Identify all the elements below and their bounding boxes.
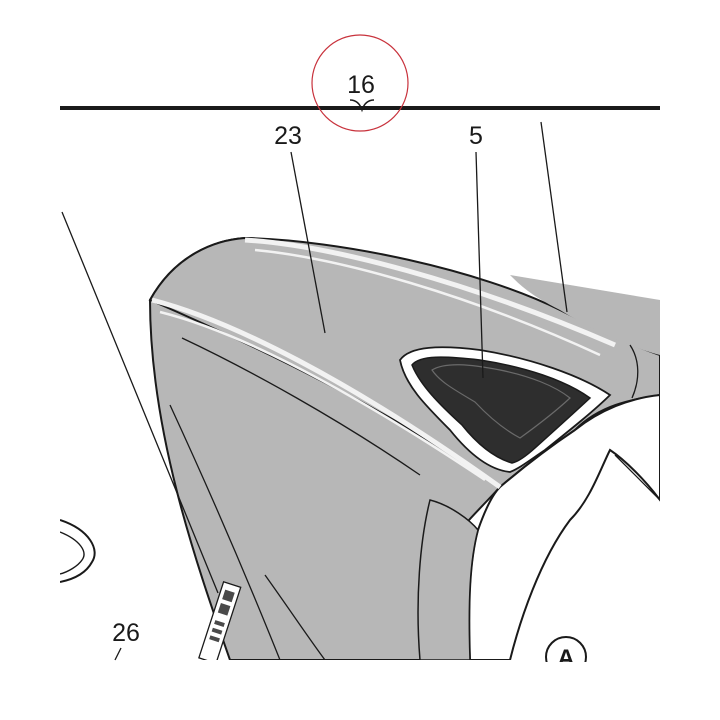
- seat-cover-right-body: [510, 275, 660, 355]
- lower-white-area: [417, 499, 479, 660]
- leader-23: [290, 151, 326, 334]
- decal-strip: [198, 580, 242, 660]
- highlight-streak-top-thin: [254, 248, 601, 357]
- rear-contour: [629, 344, 639, 399]
- left-crescent-part: [60, 519, 96, 583]
- leader-right: [540, 121, 568, 313]
- group-marker-circle: [311, 34, 409, 132]
- left-crescent-inner: [60, 531, 85, 575]
- bottom-mask: [540, 662, 600, 692]
- callout-16: 16: [347, 71, 375, 99]
- body-contour-line-1: [181, 337, 421, 476]
- callout-23: 23: [274, 122, 302, 150]
- callout-26: 26: [112, 619, 140, 647]
- highlight-streak-top: [244, 237, 616, 348]
- leader-left-long: [61, 211, 219, 594]
- drawing-area: [60, 236, 660, 660]
- emblem-inner-outline: [431, 364, 571, 439]
- leader-5: [475, 151, 484, 379]
- highlight-streak-left-thin: [159, 310, 486, 482]
- leader-26: [114, 647, 122, 661]
- body-contour-line-3: [264, 574, 326, 660]
- highlight-streak-left: [151, 297, 502, 490]
- rear-lower-edge: [614, 454, 660, 501]
- group-brace: [349, 99, 375, 113]
- body-contour-line-2: [169, 404, 281, 660]
- callout-5: 5: [469, 122, 483, 150]
